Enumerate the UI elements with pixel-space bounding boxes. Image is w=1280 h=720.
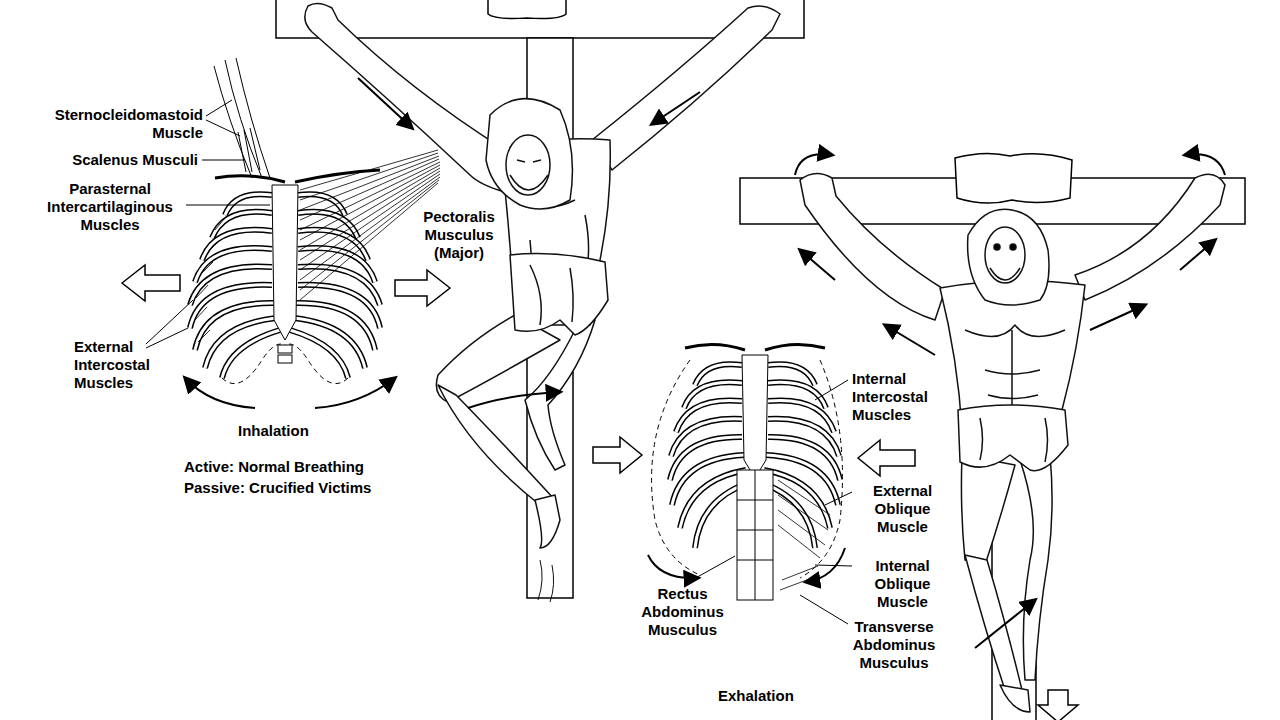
muscle-label: Exhalation [718, 687, 794, 705]
slumped-figure-part [538, 560, 554, 602]
cross-right-part [955, 153, 1072, 203]
muscle-label: Parasternal Intercartilaginous Muscles [35, 180, 185, 234]
ribcage-inhalation-part [215, 170, 380, 182]
raised-figure-part [800, 173, 945, 320]
cross-left [276, 0, 804, 598]
motion-arrows-right-part [795, 154, 832, 175]
slumped-figure-part [530, 265, 573, 325]
motion-arrows-right-part [1180, 240, 1215, 270]
raised-figure-part [961, 455, 1015, 565]
leader-lines-part [206, 100, 240, 136]
ribcage-exhalation-part [670, 364, 748, 548]
ribcage-exhalation-part [737, 470, 773, 600]
slumped-figure-part [438, 385, 555, 505]
leader-lines-part [146, 300, 193, 348]
raised-figure-part [1020, 455, 1052, 680]
leader-lines-part [800, 595, 848, 624]
ribcage-inhalation-part [278, 355, 292, 363]
raised-figure-part [980, 418, 1048, 462]
motion-arrows-left-part [652, 92, 700, 124]
motion-arrows-right-part [885, 325, 935, 355]
expansion-arrows-part [315, 378, 395, 408]
expansion-arrows-part [185, 378, 255, 408]
motion-arrows-left [358, 78, 700, 408]
motion-arrows-right-part [1185, 154, 1225, 175]
ribcage-inhalation-part [195, 218, 225, 342]
motion-arrows-left-part [468, 392, 560, 408]
hollow-arrow [122, 265, 180, 301]
ribcage-exhalation-part [778, 480, 830, 590]
ribcage-exhalation-part [652, 360, 843, 578]
motion-arrows-right-part [975, 600, 1035, 648]
leader-lines-part [815, 565, 852, 566]
motion-arrows-right-part [800, 250, 835, 280]
muscle-label: Pectoralis Musculus (Major) [414, 208, 504, 262]
hollow-arrow [1038, 690, 1078, 720]
slumped-figure-part [506, 135, 550, 195]
muscle-label: Scalenus Musculi [30, 151, 198, 169]
ribcage-exhalation-part [742, 355, 768, 478]
ribcage-inhalation-part [272, 185, 298, 340]
muscle-label: Sternocleidomastoid Muscle [15, 106, 203, 142]
slumped-figure-part [305, 3, 505, 192]
motion-arrows-left-part [358, 78, 412, 128]
muscle-label: Active: Normal Breathing [184, 458, 364, 476]
slumped-figure-part [486, 99, 572, 209]
ribcage-inhalation-part-part [290, 194, 380, 378]
raised-figure-part [1075, 174, 1225, 300]
raised-figure-part [1010, 244, 1016, 250]
ribcage-inhalation-part [278, 345, 292, 353]
hollow-arrow [395, 270, 450, 306]
muscle-label: External Intercostal Muscles [74, 338, 176, 392]
muscle-label: External Oblique Muscle [855, 482, 950, 536]
ribcage-inhalation [190, 58, 440, 384]
ribcage-inhalation-part [300, 150, 440, 300]
compression-arrows-part [648, 555, 698, 578]
slumped-figure-part [510, 254, 608, 335]
ribcage-inhalation-part [190, 194, 280, 378]
raised-figure-part [994, 244, 1000, 250]
muscle-label: Internal Intercostal Muscles [852, 370, 947, 424]
motion-arrows-right-part [1090, 305, 1145, 330]
ribcage-inhalation-part [222, 344, 348, 384]
leader-lines-part [202, 160, 245, 161]
slumped-figure-part [592, 6, 780, 170]
expansion-arrows [185, 378, 395, 408]
muscle-label: Internal Oblique Muscle [855, 557, 950, 611]
raised-figure [800, 173, 1225, 712]
slumped-figure-part [510, 160, 548, 190]
raised-figure-part [985, 227, 1025, 283]
muscle-label: Rectus Abdominus Musculus [625, 585, 740, 639]
hollow-arrow [593, 437, 642, 473]
cross-right [740, 153, 1245, 720]
leader-lines-part [692, 556, 735, 580]
raised-figure-part [958, 405, 1068, 471]
ribcage-inhalation-part-part [290, 194, 380, 378]
ribcage-inhalation-part [290, 194, 380, 378]
ribcage-exhalation [652, 344, 843, 600]
raised-figure-part [990, 268, 1020, 280]
leader-lines [146, 100, 852, 624]
raised-figure-part [1000, 685, 1030, 712]
muscle-label: Passive: Crucified Victims [184, 479, 371, 497]
raised-figure-part [968, 209, 1049, 305]
cross-left-part [488, 0, 566, 19]
raised-figure-part [965, 555, 1022, 690]
ribcage-exhalation-part [737, 470, 773, 600]
slumped-figure-part [535, 495, 560, 548]
muscle-label: Inhalation [238, 422, 309, 440]
leader-lines-part [825, 492, 852, 505]
muscle-label: Transverse Abdominus Musculus [828, 618, 960, 672]
leader-lines-part [815, 380, 848, 400]
leader-lines-part [186, 205, 270, 206]
hollow-arrow [858, 440, 915, 476]
ribcage-exhalation-part [670, 364, 748, 548]
motion-arrows-right [795, 154, 1225, 648]
ribcage-inhalation-part [190, 194, 280, 378]
ribcage-exhalation-part [685, 344, 825, 350]
